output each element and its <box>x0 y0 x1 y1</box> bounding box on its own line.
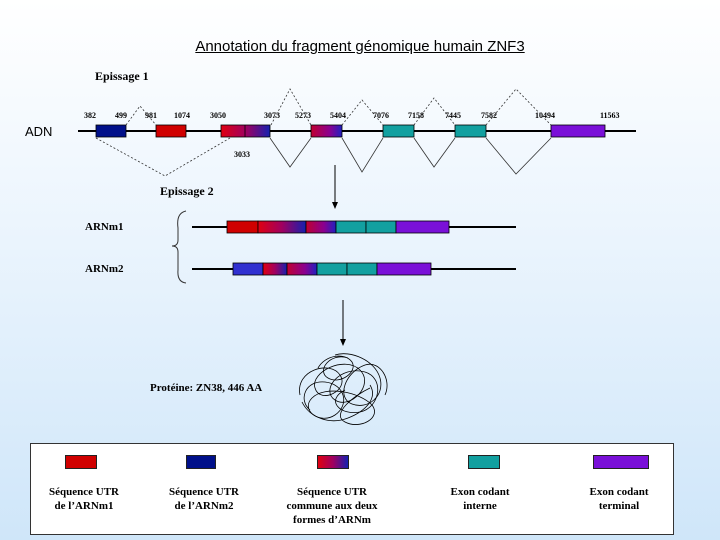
arnm1-exon-terminal <box>395 220 450 234</box>
arnm1-exon-internal <box>335 220 367 234</box>
epissage-1-label: Epissage 1 <box>95 69 149 83</box>
legend-utr-arnm2-text: Séquence UTR de l’ARNm2 <box>169 486 239 512</box>
dna-exon-utr-arnm1 <box>155 124 187 138</box>
position-label: 10494 <box>535 111 555 120</box>
legend-internal-exon-text: Exon codant interne <box>450 486 510 512</box>
utr-arnm2-swatch <box>186 455 216 469</box>
protein-structure-icon <box>299 353 388 425</box>
position-label: 7582 <box>481 111 497 120</box>
arnm1-exon-utr-arnm1 <box>226 220 259 234</box>
dna-exon-utr-common <box>220 124 271 138</box>
epissage-2-label: Epissage 2 <box>160 184 214 198</box>
dna-exon-utr-arnm2 <box>95 124 127 138</box>
splicing-2-carets <box>95 137 552 177</box>
legend-terminal-exon-text: Exon codant terminal <box>589 486 649 512</box>
dna-exon-internal <box>454 124 487 138</box>
internal-exon-swatch <box>468 455 500 469</box>
bracket <box>171 210 187 284</box>
arnm2-label: ARNm2 <box>85 263 124 275</box>
position-label: 11563 <box>600 111 620 120</box>
title-gene: ZNF3 <box>487 38 525 55</box>
arnm2-exon-terminal <box>376 262 432 276</box>
position-label: 3050 <box>210 111 226 120</box>
position-label: 1074 <box>174 111 190 120</box>
legend-utr-common-text: Séquence UTR commune aux deux formes d’A… <box>286 486 378 526</box>
arrow-down-icon <box>340 339 346 346</box>
legend-utr-arnm1-text: Séquence UTR de l’ARNm1 <box>49 486 119 512</box>
position-label: 7445 <box>445 111 461 120</box>
position-label: 499 <box>115 111 127 120</box>
arnm2-exon-internal <box>346 262 378 276</box>
splicing-1-carets <box>125 88 552 126</box>
arnm2-exon-utr-common <box>286 262 318 276</box>
utr-arnm1-swatch <box>65 455 97 469</box>
position-label: 382 <box>84 111 96 120</box>
legend: Séquence UTR de l’ARNm1 Séquence UTR de … <box>30 443 674 535</box>
terminal-exon-swatch <box>593 455 649 469</box>
utr-common-swatch <box>317 455 349 469</box>
dna-exon-utr-common <box>310 124 343 138</box>
position-label: 5273 <box>295 111 311 120</box>
arnm2-exon-internal <box>316 262 348 276</box>
position-label: 7076 <box>373 111 389 120</box>
arnm2-exon-utr-arnm2 <box>232 262 264 276</box>
dna-exon-terminal <box>550 124 606 138</box>
dna-exon-internal <box>382 124 415 138</box>
arnm1-exon-internal <box>365 220 397 234</box>
position-label-bottom: 3033 <box>234 150 250 159</box>
protein-label: Protéine: ZN38, 446 AA <box>150 382 263 394</box>
adn-label: ADN <box>25 124 53 139</box>
position-label: 7158 <box>408 111 424 120</box>
arnm2-exon-utr-common <box>262 262 288 276</box>
position-label: 981 <box>145 111 157 120</box>
position-label: 3073 <box>264 111 280 120</box>
arrow-down-icon <box>332 202 338 209</box>
arnm1-label: ARNm1 <box>85 221 124 233</box>
position-label: 5404 <box>330 111 346 120</box>
title-text: Annotation du fragment génomique humain <box>195 38 484 55</box>
arnm1-exon-utr-common <box>305 220 337 234</box>
diagram-title: Annotation du fragment génomique humain … <box>0 38 720 55</box>
arnm1-exon-utr-common <box>257 220 307 234</box>
